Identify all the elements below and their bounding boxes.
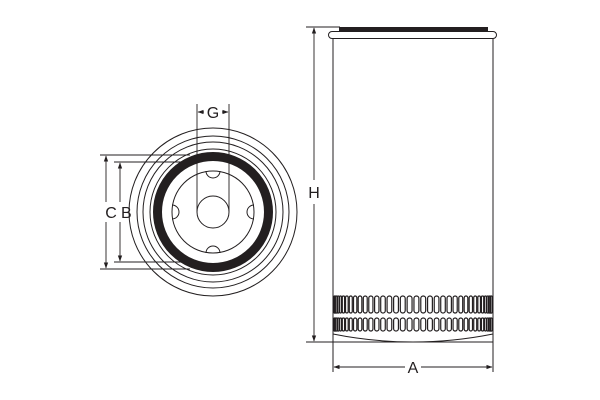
perforation-slot — [380, 317, 386, 332]
perforation-slot — [480, 317, 485, 332]
side-view: H A — [306, 26, 497, 377]
perforation-slot — [348, 317, 353, 332]
top-view: G C B — [100, 104, 298, 297]
label-c: C — [105, 205, 117, 222]
outer-circle-3 — [142, 141, 284, 283]
perforation-slot — [352, 295, 358, 314]
perforation-slot — [473, 317, 478, 332]
perforation-slot — [374, 295, 380, 314]
perforation-slot — [463, 295, 469, 314]
perforation-slot — [468, 295, 474, 314]
perforation-slot — [344, 295, 349, 314]
outer-circle-2 — [136, 135, 290, 289]
perforation-slot — [452, 295, 458, 314]
perforation-slot — [374, 317, 380, 332]
perforation-slot — [489, 295, 493, 314]
perforation-slot — [433, 295, 440, 314]
perforation-slot — [386, 317, 393, 332]
perforation-slot — [357, 295, 363, 314]
perforation-slot — [362, 317, 368, 332]
perforation-slot — [336, 317, 340, 332]
perforation-slot — [341, 295, 346, 314]
label-a: A — [408, 360, 419, 377]
perforation-slot — [440, 295, 446, 314]
perforation-slot — [426, 295, 433, 314]
center-thread-hole — [196, 195, 230, 229]
perforation-slot — [468, 317, 474, 332]
perforation-slot — [477, 317, 482, 332]
bottom-curve — [332, 333, 494, 343]
perforation-slot — [348, 295, 353, 314]
perforation-slot — [386, 295, 393, 314]
perforation-slot — [440, 317, 446, 332]
perforation-slot — [473, 295, 478, 314]
perforation-slot — [368, 317, 374, 332]
outer-circle-4 — [149, 148, 277, 276]
gasket-ring — [153, 152, 273, 272]
dimension-a: A — [333, 360, 493, 377]
label-g: G — [207, 105, 219, 122]
perforation-slot — [446, 295, 452, 314]
perforation-slot — [483, 295, 488, 314]
perforation-slot — [406, 317, 413, 332]
perforation-slot — [380, 295, 386, 314]
perforation-slot — [489, 317, 493, 332]
perforation-slot — [393, 317, 400, 332]
perforation-slot — [406, 295, 413, 314]
outer-circle-1 — [128, 127, 298, 297]
perforation-slot — [480, 295, 485, 314]
perforation-slot — [399, 295, 406, 314]
perforation-slot — [458, 295, 464, 314]
perforation-slot — [483, 317, 488, 332]
label-h: H — [308, 185, 320, 202]
perforation-slot — [336, 295, 340, 314]
top-bead — [328, 31, 497, 39]
perforation-slot — [452, 317, 458, 332]
perforation-slot — [339, 317, 343, 332]
perforation-slot — [433, 317, 440, 332]
perforation-slot — [458, 317, 464, 332]
perforation-slot — [341, 317, 346, 332]
perforation-slot — [393, 295, 400, 314]
perforation-slot — [344, 317, 349, 332]
top-seam-bar — [339, 27, 488, 31]
slot-row-lower — [333, 317, 493, 332]
perforation-slot — [413, 317, 420, 332]
perforation-slot — [368, 295, 374, 314]
notch-left — [171, 204, 180, 220]
perforation-slot — [420, 317, 427, 332]
perforation-slot — [426, 317, 433, 332]
notch-top — [205, 170, 221, 179]
perforation-slot — [352, 317, 358, 332]
perforation-slot — [446, 317, 452, 332]
slot-row-upper — [333, 295, 493, 314]
perforation-slot — [399, 317, 406, 332]
dimension-c: C — [100, 154, 190, 270]
perforation-slot — [362, 295, 368, 314]
label-b: B — [121, 205, 132, 222]
dimension-g: G — [196, 104, 230, 212]
dimension-h: H — [306, 26, 493, 343]
base-plate-circle — [171, 170, 255, 254]
dimension-b: B — [114, 161, 190, 263]
perforation-slot — [420, 295, 427, 314]
notch-bottom — [205, 245, 221, 254]
perforation-slot — [463, 317, 469, 332]
perforation-slot — [339, 295, 343, 314]
notch-right — [246, 204, 255, 220]
perforation-slot — [413, 295, 420, 314]
perforation-slot — [357, 317, 363, 332]
perforation-slot — [477, 295, 482, 314]
